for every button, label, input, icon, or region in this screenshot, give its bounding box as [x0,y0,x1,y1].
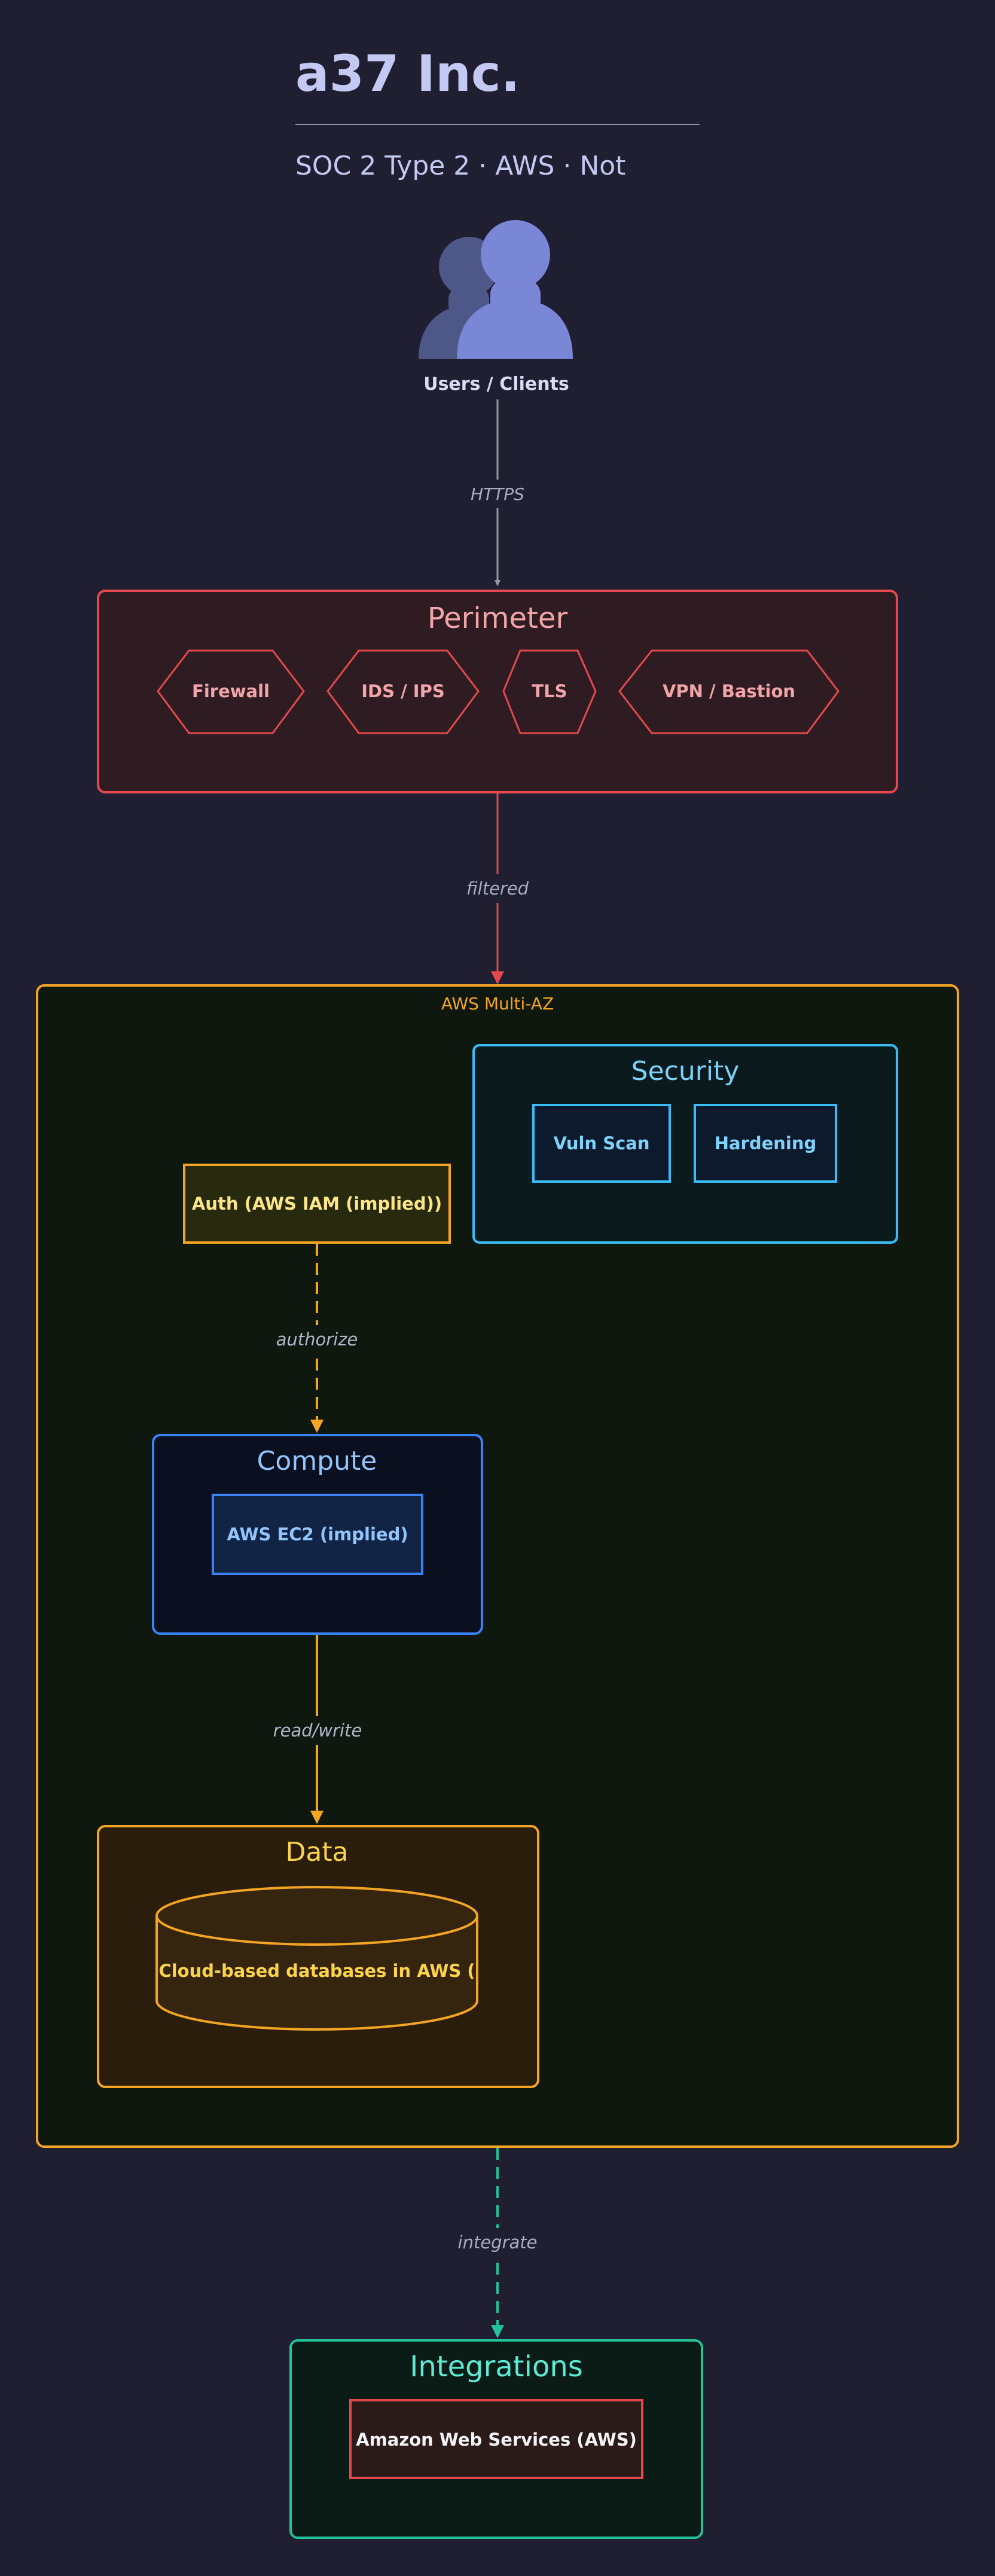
perimeter-group [97,590,898,793]
filtered-label-bg [460,874,535,903]
https-label-bg [464,480,531,508]
authorize-edge-label: authorize [276,1329,358,1350]
aws-multi-az-title: AWS Multi-AZ [441,994,554,1014]
auth-label: Auth (AWS IAM (implied)) [192,1194,442,1214]
vuln-scan-label: Vuln Scan [553,1133,649,1153]
authorize-label-bg [275,1325,359,1354]
https-edge-label: HTTPS [471,484,524,504]
users-icon [419,220,573,359]
databases-label: Cloud-based databases in AWS ( [158,1961,475,1981]
page-subtitle: SOC 2 Type 2 · AWS · Not [295,151,625,181]
aws-ec2-label: AWS EC2 (implied) [227,1524,408,1545]
page-title: a37 Inc. [295,44,520,103]
vpn-bastion-label: VPN / Bastion [663,681,795,701]
firewall-node [157,649,305,734]
vuln-scan-node [532,1104,671,1183]
database-cylinder-icon [155,1886,478,2031]
read-write-edge-label: read/write [273,1720,362,1741]
hardening-node [694,1104,837,1183]
filtered-edge-label: filtered [466,878,529,899]
integrations-title: Integrations [410,2350,583,2383]
read-write-label-bg [270,1716,365,1745]
tls-node [502,649,597,734]
security-group [472,1044,898,1244]
integrate-label-bg [456,2228,539,2257]
data-title: Data [285,1837,348,1867]
perimeter-title: Perimeter [428,602,567,635]
tls-label: TLS [532,681,567,701]
firewall-label: Firewall [192,681,270,701]
compute-title: Compute [257,1446,377,1476]
aws-integration-label: Amazon Web Services (AWS) [356,2430,637,2450]
aws-integration-node [349,2399,643,2479]
security-title: Security [631,1056,740,1086]
ids-ips-node [326,649,480,734]
ids-ips-label: IDS / IPS [361,681,444,701]
hardening-label: Hardening [715,1133,817,1153]
users-label: Users / Clients [423,374,569,395]
aws-ec2-node [212,1494,423,1575]
auth-node [183,1164,451,1244]
integrate-edge-label: integrate [458,2232,538,2253]
vpn-bastion-node [618,649,840,734]
